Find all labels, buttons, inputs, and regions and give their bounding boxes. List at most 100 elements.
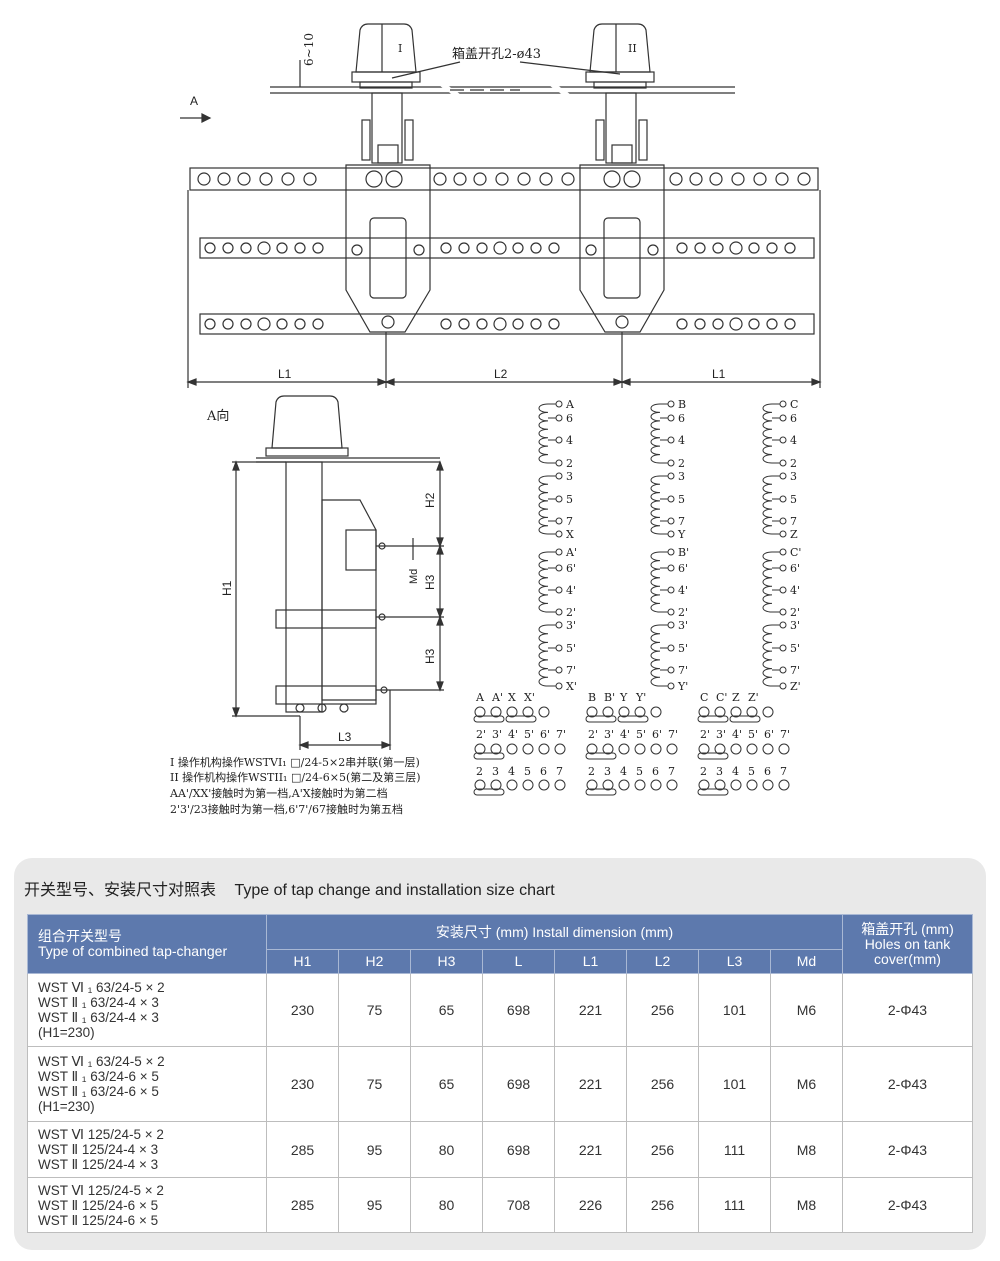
- dimension-cell: 698: [482, 1046, 555, 1122]
- contact-row3-label: 5: [636, 765, 643, 778]
- contact-row3-label: 6: [540, 765, 547, 778]
- col-H2: H2: [338, 949, 411, 974]
- dimension-cell: 75: [338, 1046, 411, 1122]
- operating-head-2: II: [585, 23, 655, 164]
- size-chart-table: 组合开关型号 Type of combined tap-changer 安装尺寸…: [27, 914, 973, 1233]
- contact-row2-label: 6': [540, 728, 550, 741]
- contact-row2-label: 5': [748, 728, 758, 741]
- winding-terminal-label: 5: [678, 493, 685, 506]
- model-line: WST Ⅱ 125/24-6 × 5: [38, 1212, 159, 1228]
- winding-terminal-label: 3': [790, 619, 800, 632]
- contact-row2-label: 6': [764, 728, 774, 741]
- header-model: 组合开关型号 Type of combined tap-changer: [27, 914, 267, 974]
- dimension-cell: M8: [770, 1121, 843, 1178]
- contact-row1-label: C: [700, 691, 708, 704]
- col-H1: H1: [266, 949, 339, 974]
- contact-row2-label: 3': [492, 728, 502, 741]
- size-chart-title: 开关型号、安装尺寸对照表 Type of tap change and inst…: [24, 876, 569, 900]
- unit-2-label: II: [628, 42, 637, 55]
- winding-terminal-label: Z': [790, 680, 801, 693]
- col-L2: L2: [626, 949, 699, 974]
- winding-terminal-label: A: [565, 398, 575, 411]
- dim-L3: L3: [338, 730, 352, 744]
- contact-row1-label: B': [604, 691, 615, 704]
- winding-terminal-label: 3': [566, 619, 576, 632]
- winding-terminal-label: 2: [678, 457, 685, 470]
- contact-row2-label: 4': [732, 728, 742, 741]
- col-L3: L3: [698, 949, 771, 974]
- dim-H1: H1: [220, 580, 234, 596]
- contact-row2-label: 3': [604, 728, 614, 741]
- operating-head-1: I: [351, 23, 421, 164]
- dimension-cell: 285: [266, 1121, 339, 1178]
- dim-H3-lower: H3: [423, 648, 437, 664]
- col-L1: L1: [554, 949, 627, 974]
- contact-row1-label: C': [716, 691, 727, 704]
- view-arrow-label: A: [190, 94, 198, 108]
- dimension-cell: 256: [626, 973, 699, 1047]
- model-line: WST Ⅱ ₁ 63/24-4 × 3: [38, 1010, 159, 1025]
- contact-row3-label: 7: [668, 765, 675, 778]
- dimension-cell: 256: [626, 1121, 699, 1178]
- winding-terminal-label: C': [790, 546, 801, 559]
- contact-row3-label: 4: [508, 765, 515, 778]
- winding-terminal-label: 3: [678, 470, 685, 483]
- dimension-cell: 221: [554, 1046, 627, 1122]
- model-line: WST Ⅱ ₁ 63/24-4 × 3: [38, 995, 159, 1010]
- contact-row-1: [197, 170, 811, 188]
- winding-terminal-label: 3: [566, 470, 573, 483]
- contact-row3-label: 4: [620, 765, 627, 778]
- winding-terminal-label: 7: [790, 515, 797, 528]
- note-3: AA'/XX'接触时为第一档,A'X接触时为第二档: [169, 786, 388, 800]
- holes-cell: 2-Φ43: [842, 1046, 973, 1122]
- dimension-cell: 256: [626, 1177, 699, 1233]
- header-holes: 箱盖开孔 (mm) Holes on tank cover(mm): [842, 914, 973, 974]
- winding-terminal-label: 5': [566, 642, 576, 655]
- contact-row2-label: 4': [620, 728, 630, 741]
- dim-L1-left: L1: [278, 367, 292, 381]
- title-cn: 开关型号、安装尺寸对照表: [24, 882, 217, 899]
- winding-terminal-label: 2': [678, 606, 688, 619]
- contact-row2-label: 7': [668, 728, 678, 741]
- side-view-a: A向 H1 H2 H3 H3 Md L3 I: [169, 395, 444, 816]
- title-en: Type of tap change and installation size…: [234, 882, 555, 899]
- dimension-cell: 111: [698, 1177, 771, 1233]
- contact-row3-label: 2: [476, 765, 483, 778]
- model-line: WST Ⅱ 125/24-4 × 3: [38, 1142, 159, 1157]
- winding-terminal-label: 6: [790, 412, 797, 425]
- holes-cell: 2-Φ43: [842, 1177, 973, 1233]
- dim-L2: L2: [494, 367, 508, 381]
- model-line: WST Ⅱ 125/24-6 × 5: [38, 1197, 159, 1213]
- contact-row3-label: 3: [604, 765, 611, 778]
- holes-cell: 2-Φ43: [842, 1121, 973, 1178]
- side-view-title: A向: [206, 408, 229, 424]
- technical-drawing: 6~10 I II 箱盖开孔2-ø43: [169, 23, 822, 816]
- contact-row1-label: A: [475, 691, 485, 704]
- contact-row1-label: Z: [732, 691, 740, 704]
- contact-row2-label: 2': [700, 728, 710, 741]
- contact-row3-label: 6: [764, 765, 771, 778]
- contact-row-2: [204, 241, 796, 255]
- contact-row3-label: 7: [556, 765, 563, 778]
- contact-row3-label: 2: [700, 765, 707, 778]
- winding-terminal-label: 5': [790, 642, 800, 655]
- contact-row-3: [204, 317, 796, 331]
- holes-cell: 2-Φ43: [842, 973, 973, 1047]
- dim-L1-right: L1: [712, 367, 726, 381]
- winding-terminal-label: A': [565, 546, 577, 559]
- dimension-cell: 230: [266, 1046, 339, 1122]
- contact-row2-label: 6': [652, 728, 662, 741]
- dim-6-10: 6~10: [302, 33, 316, 66]
- dim-H2: H2: [423, 492, 437, 508]
- contact-row3-label: 7: [780, 765, 787, 778]
- winding-terminal-label: 6': [790, 562, 800, 575]
- winding-terminal-label: 6': [678, 562, 688, 575]
- model-line: WST Ⅵ ₁ 63/24-5 × 2: [38, 980, 165, 995]
- winding-terminal-label: 5': [678, 642, 688, 655]
